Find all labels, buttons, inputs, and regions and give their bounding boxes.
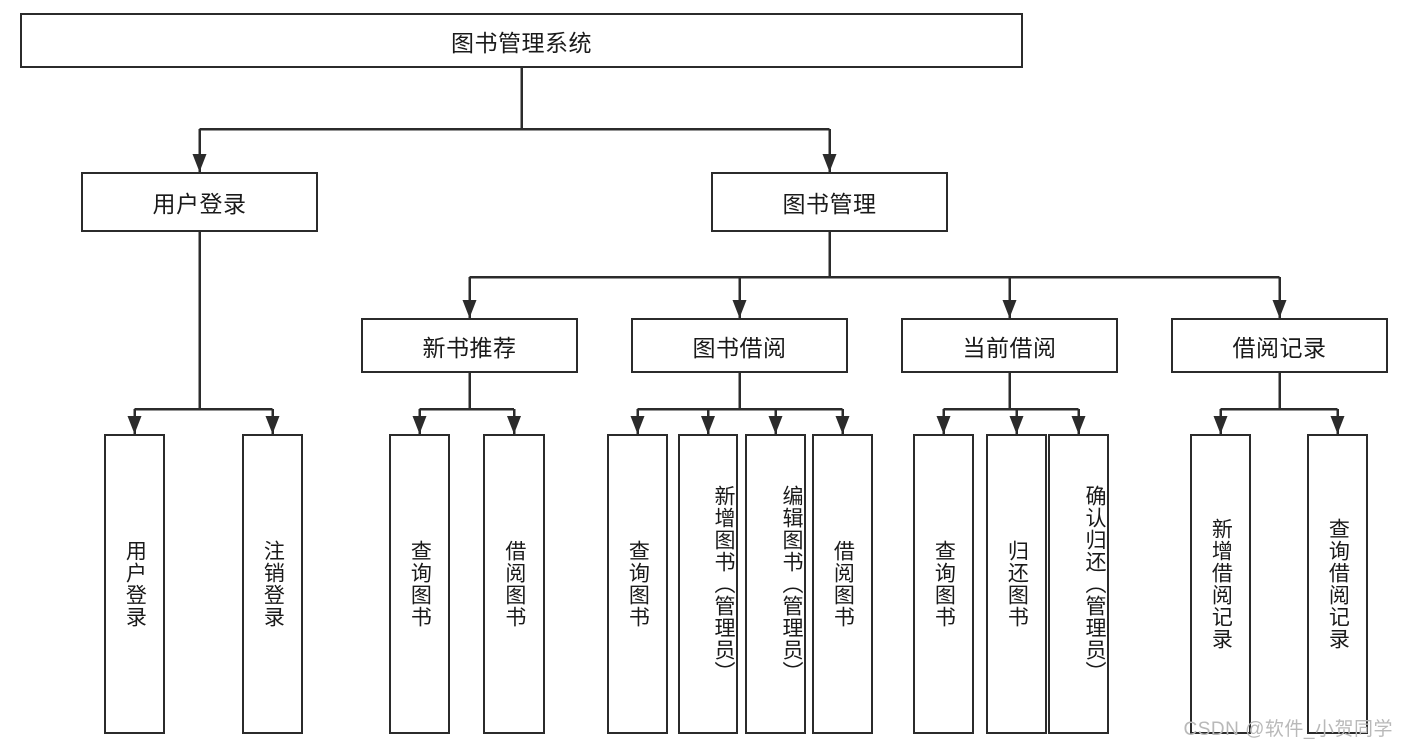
node-newbook[interactable]: 新书推荐 xyxy=(361,318,578,373)
node-bookmgmt[interactable]: 图书管理 xyxy=(711,172,948,232)
node-l12[interactable]: 新增借阅记录 xyxy=(1190,434,1251,734)
node-l8[interactable]: 借阅图书 xyxy=(812,434,873,734)
node-label: 图书借阅 xyxy=(692,334,787,361)
arrowhead-bookmgmt-to-records xyxy=(1272,300,1287,318)
arrowhead-records-to-l13 xyxy=(1330,416,1345,434)
node-login[interactable]: 用户登录 xyxy=(81,172,318,232)
arrowhead-borrow-to-l5 xyxy=(630,416,645,434)
node-label: 新增图书（管理员） xyxy=(712,485,735,683)
node-l5[interactable]: 查询图书 xyxy=(607,434,668,734)
node-records[interactable]: 借阅记录 xyxy=(1171,318,1388,373)
node-label: 借阅图书 xyxy=(502,540,526,628)
node-l3[interactable]: 查询图书 xyxy=(389,434,450,734)
arrowhead-current-to-l11 xyxy=(1071,416,1086,434)
arrowhead-login-to-l2 xyxy=(265,416,280,434)
arrowhead-borrow-to-l8 xyxy=(835,416,850,434)
node-label: 查询借阅记录 xyxy=(1326,518,1350,650)
node-l2[interactable]: 注销登录 xyxy=(242,434,303,734)
node-label: 归还图书 xyxy=(1005,540,1029,628)
node-label: 注销登录 xyxy=(261,540,285,628)
arrowhead-borrow-to-l6 xyxy=(701,416,715,434)
node-label: 确认归还（管理员） xyxy=(1083,485,1106,683)
node-label: 用户登录 xyxy=(152,191,247,217)
arrowhead-current-to-l9 xyxy=(936,416,951,434)
arrowhead-records-to-l12 xyxy=(1213,416,1228,434)
arrowhead-bookmgmt-to-current xyxy=(1002,300,1017,318)
node-label: 编辑图书（管理员） xyxy=(780,485,803,683)
node-current[interactable]: 当前借阅 xyxy=(901,318,1118,373)
node-l4[interactable]: 借阅图书 xyxy=(483,434,545,734)
arrowhead-login-to-l1 xyxy=(127,416,142,434)
node-label: 借阅记录 xyxy=(1232,334,1327,361)
node-label: 用户登录 xyxy=(123,540,147,628)
node-label: 查询图书 xyxy=(408,540,432,628)
node-label: 借阅图书 xyxy=(831,540,855,628)
arrowhead-root-to-bookmgmt xyxy=(822,154,837,172)
arrowhead-bookmgmt-to-borrow xyxy=(732,300,747,318)
node-borrow[interactable]: 图书借阅 xyxy=(631,318,848,373)
node-label: 图书管理系统 xyxy=(451,29,592,56)
node-l10[interactable]: 归还图书 xyxy=(986,434,1047,734)
node-label: 新增借阅记录 xyxy=(1209,518,1233,650)
node-label: 新书推荐 xyxy=(422,334,517,361)
arrowhead-newbook-to-l3 xyxy=(412,416,427,434)
node-label: 图书管理 xyxy=(782,191,877,217)
node-l1[interactable]: 用户登录 xyxy=(104,434,165,734)
arrowhead-bookmgmt-to-newbook xyxy=(462,300,477,318)
arrowhead-newbook-to-l4 xyxy=(507,416,521,434)
node-label: 当前借阅 xyxy=(962,334,1057,361)
node-l7[interactable]: 编辑图书（管理员） xyxy=(745,434,806,734)
node-root[interactable]: 图书管理系统 xyxy=(20,13,1023,68)
node-l9[interactable]: 查询图书 xyxy=(913,434,974,734)
node-l13[interactable]: 查询借阅记录 xyxy=(1307,434,1368,734)
node-l11[interactable]: 确认归还（管理员） xyxy=(1048,434,1109,734)
arrowhead-current-to-l10 xyxy=(1009,416,1024,434)
node-l6[interactable]: 新增图书（管理员） xyxy=(678,434,738,734)
arrowhead-root-to-login xyxy=(192,154,207,172)
arrowhead-borrow-to-l7 xyxy=(768,416,783,434)
node-label: 查询图书 xyxy=(626,540,650,628)
node-label: 查询图书 xyxy=(932,540,956,628)
